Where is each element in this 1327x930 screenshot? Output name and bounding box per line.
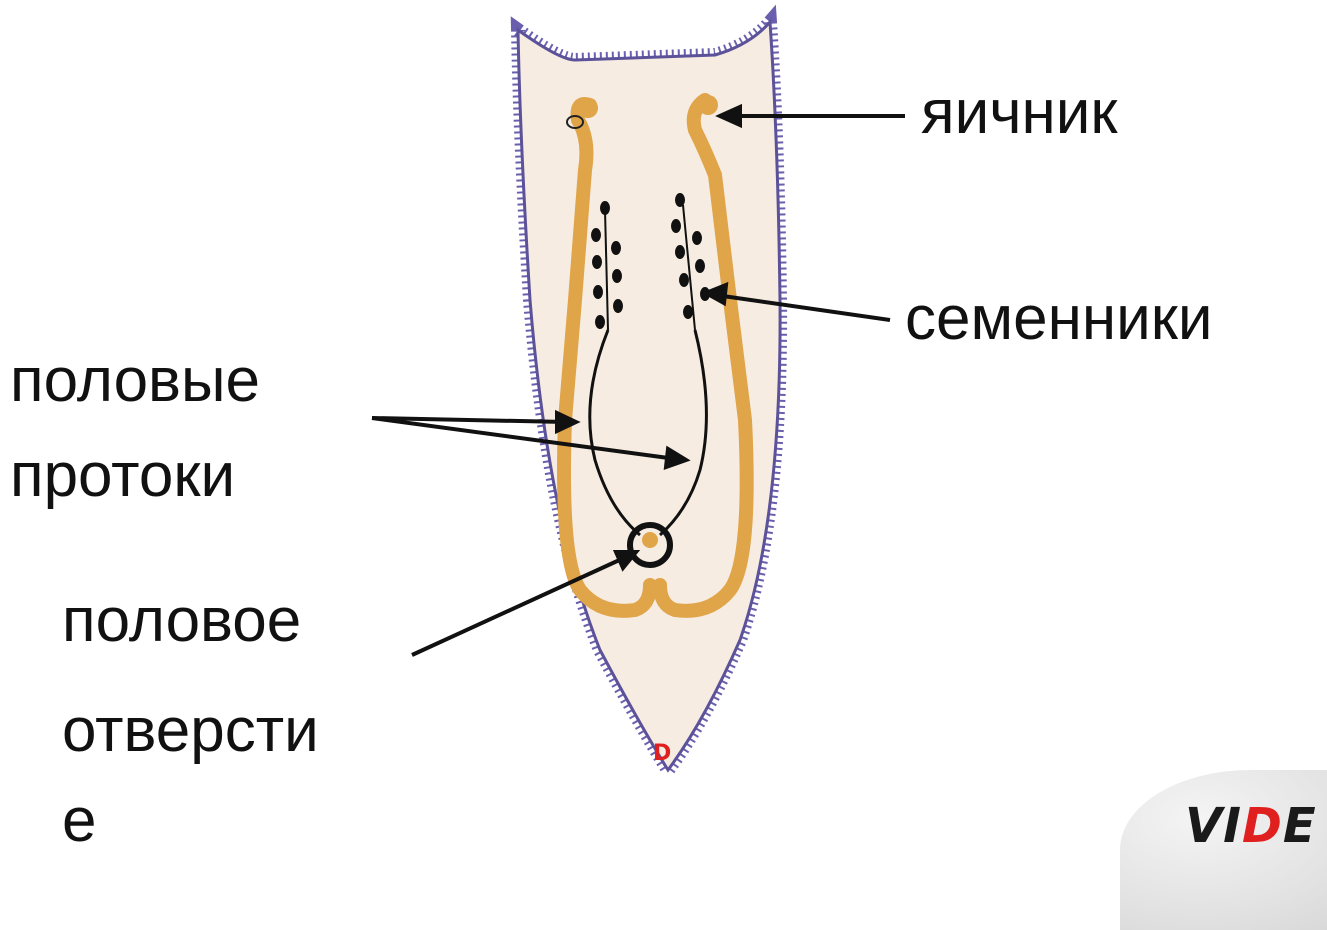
label-ducts-line1: половые [10, 350, 260, 412]
logo-text-part2: D [1242, 798, 1283, 854]
label-pore-line2: отверсти [62, 700, 319, 762]
label-ovary: яичник [921, 82, 1118, 144]
logo-text-part3: E [1283, 798, 1317, 854]
label-ducts-line2: протоки [10, 445, 235, 507]
genital-pore-inner [642, 532, 658, 548]
logo-text: VIDE [1185, 798, 1317, 854]
logo-text-part1: VI [1185, 798, 1242, 854]
posterior-mark: D [653, 741, 671, 766]
label-pore-line3: е [62, 790, 96, 852]
label-pore-line1: половое [62, 590, 301, 652]
left-ovary [578, 98, 598, 118]
label-testes: семенники [905, 288, 1212, 350]
right-ovary [698, 95, 718, 115]
